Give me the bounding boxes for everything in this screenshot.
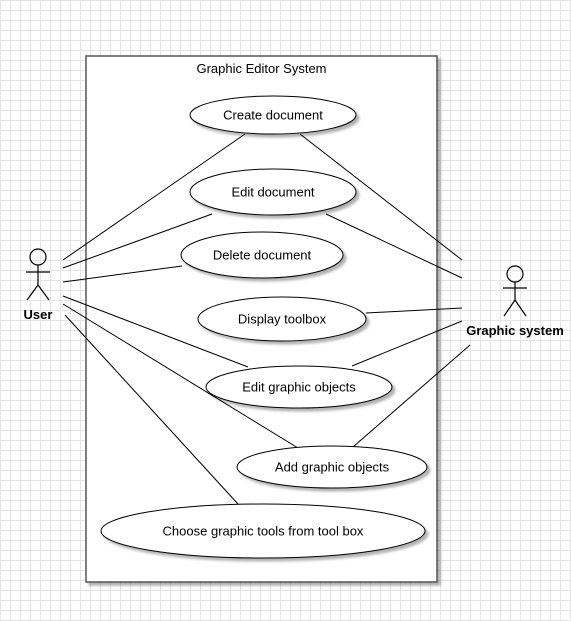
actor-label: Graphic system [466, 323, 564, 338]
assoc-graphic-system-display-toolbox[interactable] [365, 307, 463, 314]
assoc-user-delete-document[interactable] [62, 265, 183, 283]
use-case-edit-document[interactable]: Edit document [189, 168, 357, 216]
use-case-display-toolbox[interactable]: Display toolbox [197, 296, 367, 342]
system-title: Graphic Editor System [196, 61, 326, 76]
assoc-graphic-system-create-document[interactable] [299, 133, 463, 261]
use-case-delete-document[interactable]: Delete document [180, 231, 344, 279]
use-case-label: Create document [223, 108, 323, 123]
use-case-choose-graphic-tools[interactable]: Choose graphic tools from tool box [100, 503, 426, 559]
use-case-label: Edit document [231, 185, 314, 200]
actor-user[interactable]: User [24, 248, 53, 322]
assoc-user-edit-graphic-objects[interactable] [62, 295, 249, 368]
actor-label: User [24, 307, 53, 322]
use-case-label: Display toolbox [238, 312, 327, 327]
stick-figure-icon [503, 265, 527, 317]
assoc-user-add-graphic-objects[interactable] [62, 303, 299, 449]
assoc-user-create-document[interactable] [62, 133, 246, 261]
assoc-graphic-system-edit-graphic-objects[interactable] [351, 320, 463, 367]
use-case-create-document[interactable]: Create document [189, 95, 357, 135]
actor-graphic-system[interactable]: Graphic system [466, 265, 564, 338]
use-case-edit-graphic-objects[interactable]: Edit graphic objects [205, 365, 393, 409]
use-case-label: Choose graphic tools from tool box [163, 524, 364, 539]
use-case-add-graphic-objects[interactable]: Add graphic objects [236, 445, 428, 489]
assoc-user-edit-document[interactable] [62, 213, 213, 269]
use-case-label: Edit graphic objects [242, 380, 356, 395]
assoc-user-choose-graphic-tools[interactable] [64, 314, 239, 505]
assoc-graphic-system-add-graphic-objects[interactable] [352, 344, 471, 448]
use-case-label: Delete document [213, 248, 312, 263]
association-lines [62, 133, 471, 505]
assoc-graphic-system-edit-document[interactable] [325, 213, 463, 279]
use-case-label: Add graphic objects [275, 460, 390, 475]
stick-figure-icon [26, 248, 50, 301]
